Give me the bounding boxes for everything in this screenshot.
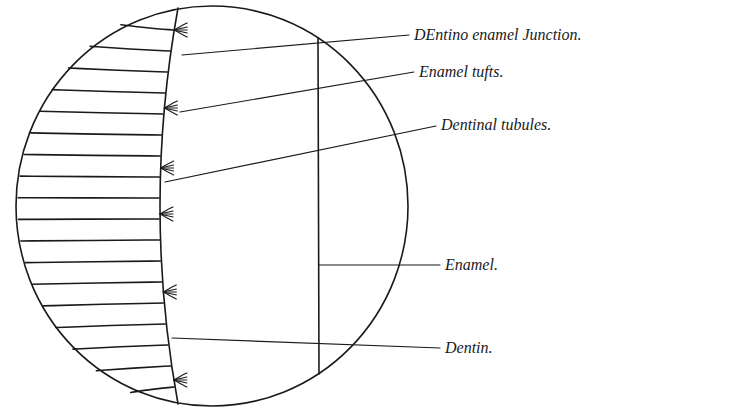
dentinal-tubule: [90, 46, 170, 51]
dentinal-tubule: [33, 282, 162, 284]
dentinal-tubule: [43, 303, 164, 306]
dentinal-tubule: [40, 111, 163, 114]
enamel-tuft: [174, 373, 187, 387]
dentinal-tubule: [73, 345, 168, 349]
leader-line: [165, 126, 436, 182]
enamel-tuft: [163, 285, 176, 299]
part-label: Dentinal tubules.: [441, 115, 551, 135]
dentinal-tubule: [121, 25, 173, 30]
dentinal-tubule: [21, 240, 160, 241]
enamel-tuft: [164, 101, 177, 115]
enamel-tuft: [161, 161, 174, 175]
dentinal-tubule: [24, 155, 160, 157]
leader-line: [172, 338, 440, 348]
dentinal-tubules: [18, 25, 174, 393]
tooth-outline: [16, 6, 408, 406]
part-label: Enamel tufts.: [419, 62, 503, 82]
leader-line: [182, 35, 409, 55]
dentinal-tubule: [56, 324, 166, 328]
dentinal-tubule: [26, 261, 161, 263]
dentinal-tubule: [131, 387, 174, 392]
dentinal-tubule: [52, 90, 165, 93]
part-label: Enamel.: [445, 255, 498, 275]
leader-line: [180, 72, 414, 112]
enamel-tuft: [160, 207, 173, 221]
dentinal-tubule: [31, 133, 162, 135]
dentinal-tubule: [96, 366, 170, 371]
leader-lines: [165, 35, 440, 348]
enamel-tuft: [174, 23, 187, 37]
dentinal-tubule: [18, 218, 159, 220]
dentinal-tubule: [68, 68, 167, 72]
dentinal-tubule: [20, 175, 159, 177]
part-label: Dentin.: [445, 338, 493, 358]
leader-line: [319, 264, 440, 265]
enamel-tufts: [160, 23, 187, 387]
part-label: DEntino enamel Junction.: [414, 25, 582, 45]
dentinal-tubule: [18, 197, 159, 199]
